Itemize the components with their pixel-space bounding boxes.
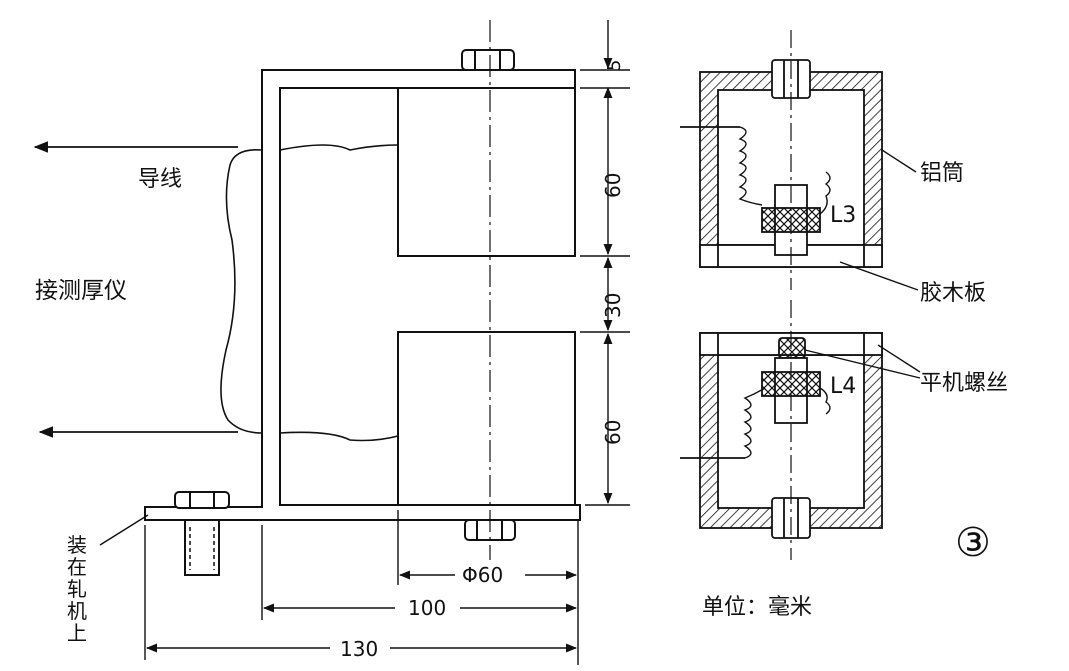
label-to-gauge: 接测厚仪 [35,278,127,304]
bracket-side-view [144,20,581,576]
label-unit: 单位：毫米 [702,595,812,620]
label-mount-5: 上 [67,621,87,645]
lower-sensor-section [680,300,883,560]
lead-arrows [33,141,238,438]
label-coil-L4: L4 [830,374,856,399]
horizontal-dimensions [144,510,579,665]
dim-phi60: Φ60 [462,563,503,587]
label-mount-4: 机 [67,599,87,623]
label-wire: 导线 [138,167,182,192]
label-mount: 装 在 轧 机 上 [67,533,87,645]
label-screw: 平机螺丝 [920,371,1008,396]
dim-30: 30 [601,293,625,318]
upper-sensor-section [680,30,883,290]
label-al-can: 铝筒 [920,161,964,186]
label-mount-1: 装 [67,533,87,557]
label-bakelite: 胶木板 [920,281,986,306]
mount-leader [99,514,149,546]
right-leaders [804,149,921,379]
label-mount-3: 轧 [67,577,87,601]
vertical-dimensions [580,20,630,506]
dim-5: 5 [604,60,625,71]
figure-number: ③ [955,520,991,566]
dim-60-lower: 60 [601,420,625,445]
dim-130: 130 [340,637,378,661]
dim-60-upper: 60 [601,173,625,198]
label-mount-2: 在 [67,555,87,579]
label-coil-L3: L3 [830,203,856,228]
dim-100: 100 [408,596,446,620]
